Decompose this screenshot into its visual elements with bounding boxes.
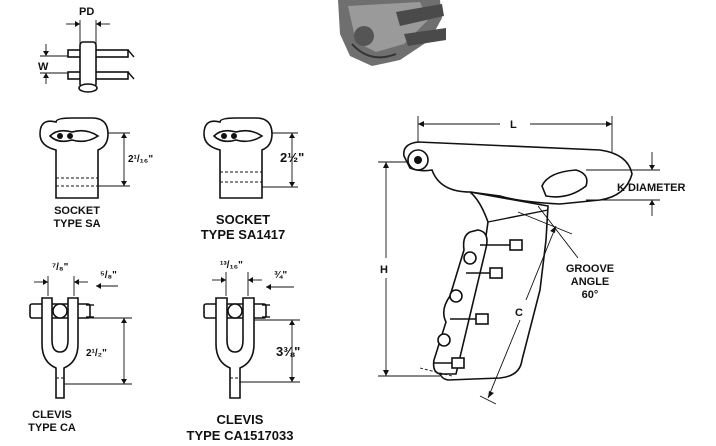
clevis-ca-width: ⁷/₈" [52, 262, 69, 273]
clevis-ca1517033-drawing: ¹³/₁₆" ¾" 3⅜" [203, 260, 300, 399]
w-label: W [38, 61, 49, 73]
clevis-ca-name: CLEVIS [32, 409, 72, 421]
socket-sa-drawing: 2¹/₁₆" [39, 117, 153, 199]
clevis-ca1517033-offset: ¾" [274, 270, 287, 281]
socket-sa1417-drawing: 2½" [203, 117, 304, 199]
pd-label: PD [79, 6, 94, 18]
clevis-ca-height: 2¹/₂" [86, 348, 107, 359]
socket-sa-dimension: 2¹/₁₆" [128, 154, 153, 165]
socket-sa-name: SOCKET [54, 205, 100, 217]
socket-sa1417-name: SOCKET [216, 212, 270, 227]
clevis-ca-type: TYPE CA [28, 422, 76, 434]
clevis-ca-offset: ⁵/₈" [100, 270, 117, 281]
clamp-c-label: C [515, 307, 523, 319]
pin-detail-view: PD W [38, 6, 135, 93]
groove-label-line2: ANGLE [571, 276, 610, 288]
socket-sa1417-dimension: 2½" [280, 150, 304, 165]
groove-label-line1: GROOVE [566, 263, 614, 275]
clevis-ca1517033-height: 3⅜" [276, 344, 300, 359]
clamp-length-label: L [510, 119, 517, 131]
clamp-bolts [434, 239, 523, 369]
clevis-ca1517033-name: CLEVIS [217, 412, 264, 427]
socket-sa-type: TYPE SA [53, 218, 100, 230]
clamp-k-label: K DIAMETER [617, 182, 686, 194]
clamp-photo-icon [338, 0, 446, 66]
clevis-ca1517033-type: TYPE CA1517033 [187, 428, 294, 443]
clamp-drawing: L K DIAMETER [378, 116, 686, 405]
socket-sa1417-type: TYPE SA1417 [201, 227, 286, 242]
clamp-height-label: H [380, 264, 388, 276]
groove-angle-value: 60° [582, 289, 599, 301]
clevis-ca-drawing: ⁷/₈" ⁵/₈" 2¹/₂" [29, 262, 132, 399]
clevis-ca1517033-width: ¹³/₁₆" [220, 260, 243, 271]
